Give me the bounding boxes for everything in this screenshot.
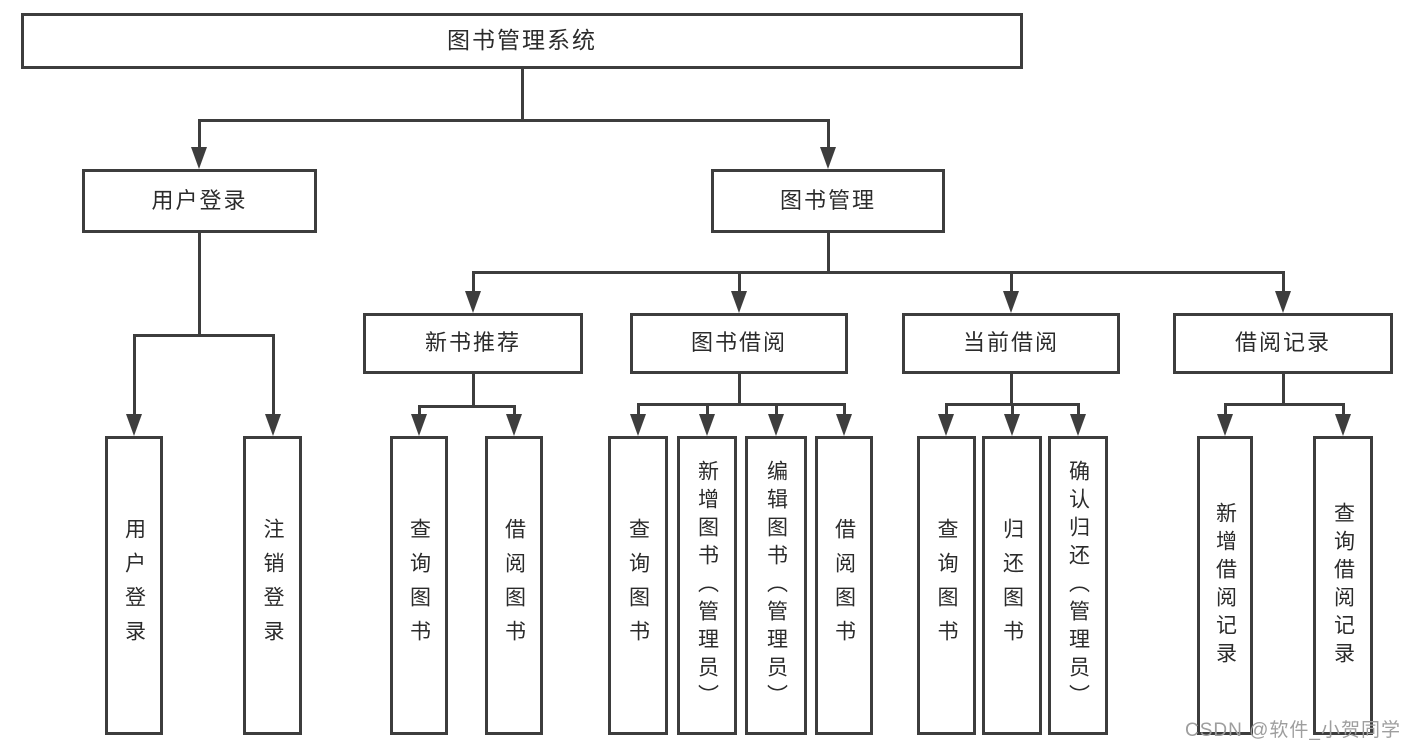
arrowhead-down	[731, 291, 747, 313]
leaf-borrow-edit: 编辑图书（管理员）	[745, 436, 807, 735]
arrowhead-down	[768, 414, 784, 436]
node-user-login-label: 用户登录	[151, 187, 248, 213]
arrowhead-down	[506, 414, 522, 436]
arrowhead-down	[820, 147, 836, 169]
connector-line	[1010, 404, 1014, 420]
arrowhead-down	[1070, 414, 1086, 436]
leaf-newbook-borrow: 借阅图书	[485, 436, 543, 735]
connector-line	[417, 406, 421, 420]
leaf-current-return: 归还图书	[982, 436, 1042, 735]
connector-line	[1281, 374, 1285, 404]
arrowhead-down	[1003, 291, 1019, 313]
node-book-borrow: 图书借阅	[630, 313, 848, 374]
connector-line	[826, 120, 830, 153]
leaf-borrow-borrow-label: 借阅图书	[832, 517, 856, 654]
leaf-borrow-add-label: 新增图书（管理员）	[695, 459, 719, 712]
leaf-current-confirm: 确认归还（管理员）	[1048, 436, 1108, 735]
leaf-borrow-edit-label: 编辑图书（管理员）	[764, 459, 788, 712]
connector-line	[512, 406, 516, 420]
leaf-records-query: 查询借阅记录	[1313, 436, 1373, 735]
leaf-user-login: 用户登录	[105, 436, 163, 735]
leaf-records-add: 新增借阅记录	[1197, 436, 1253, 735]
node-root-label: 图书管理系统	[447, 27, 597, 54]
leaf-borrow-query-label: 查询图书	[626, 517, 650, 654]
arrowhead-down	[699, 414, 715, 436]
arrowhead-down	[411, 414, 427, 436]
connector-line	[271, 335, 275, 420]
connector-line	[1076, 404, 1080, 420]
connector-line	[944, 404, 948, 420]
arrowhead-down	[1335, 414, 1351, 436]
node-book-management-label: 图书管理	[779, 187, 876, 213]
arrowhead-down	[630, 414, 646, 436]
connector-line	[132, 335, 136, 420]
arrowhead-down	[1217, 414, 1233, 436]
leaf-current-return-label: 归还图书	[1000, 517, 1024, 654]
connector-line	[774, 404, 778, 420]
connector-line	[1341, 404, 1345, 420]
connector-line	[1223, 404, 1227, 420]
arrowhead-down	[191, 147, 207, 169]
connector-line	[471, 272, 475, 297]
connector-line	[1223, 402, 1345, 406]
node-new-book-recommend-label: 新书推荐	[424, 330, 521, 356]
connector-line	[737, 272, 741, 297]
leaf-records-add-label: 新增借阅记录	[1213, 501, 1237, 670]
node-book-borrow-label: 图书借阅	[690, 330, 787, 356]
arrowhead-down	[465, 291, 481, 313]
connector-line	[471, 270, 1285, 274]
arrowhead-down	[1004, 414, 1020, 436]
leaf-borrow-add: 新增图书（管理员）	[677, 436, 737, 735]
leaf-newbook-query: 查询图书	[390, 436, 448, 735]
arrowhead-down	[1275, 291, 1291, 313]
connector-line	[842, 404, 846, 420]
leaf-newbook-borrow-label: 借阅图书	[502, 517, 526, 654]
connector-line	[471, 374, 475, 406]
leaf-borrow-borrow: 借阅图书	[815, 436, 873, 735]
node-current-borrow: 当前借阅	[902, 313, 1120, 374]
connector-line	[132, 333, 275, 337]
connector-line	[1281, 272, 1285, 297]
connector-line	[737, 374, 741, 404]
connector-line	[1009, 272, 1013, 297]
connector-line	[520, 69, 524, 120]
leaf-current-query-label: 查询图书	[935, 517, 958, 654]
node-user-login: 用户登录	[82, 169, 317, 233]
leaf-current-confirm-label: 确认归还（管理员）	[1066, 459, 1090, 712]
leaf-borrow-query: 查询图书	[608, 436, 668, 735]
leaf-logout-label: 注销登录	[261, 517, 284, 654]
leaf-current-query: 查询图书	[917, 436, 976, 735]
watermark: CSDN @软件_小贺同学	[1185, 720, 1401, 741]
arrowhead-down	[265, 414, 281, 436]
arrowhead-down	[836, 414, 852, 436]
connector-line	[826, 233, 830, 272]
arrowhead-down	[938, 414, 954, 436]
node-borrow-records: 借阅记录	[1173, 313, 1393, 374]
leaf-newbook-query-label: 查询图书	[407, 517, 431, 654]
node-book-management: 图书管理	[711, 169, 945, 233]
node-current-borrow-label: 当前借阅	[962, 330, 1059, 356]
leaf-records-query-label: 查询借阅记录	[1331, 501, 1355, 670]
arrowhead-down	[126, 414, 142, 436]
connector-line	[1009, 374, 1013, 404]
connector-line	[417, 404, 516, 408]
connector-line	[197, 233, 201, 335]
node-new-book-recommend: 新书推荐	[363, 313, 583, 374]
leaf-logout: 注销登录	[243, 436, 302, 735]
connector-line	[197, 118, 830, 122]
connector-line	[636, 402, 846, 406]
node-borrow-records-label: 借阅记录	[1234, 330, 1331, 356]
connector-line	[197, 120, 201, 153]
connector-line	[636, 404, 640, 420]
connector-line	[705, 404, 709, 420]
node-root: 图书管理系统	[21, 13, 1023, 69]
leaf-user-login-label: 用户登录	[122, 517, 146, 654]
